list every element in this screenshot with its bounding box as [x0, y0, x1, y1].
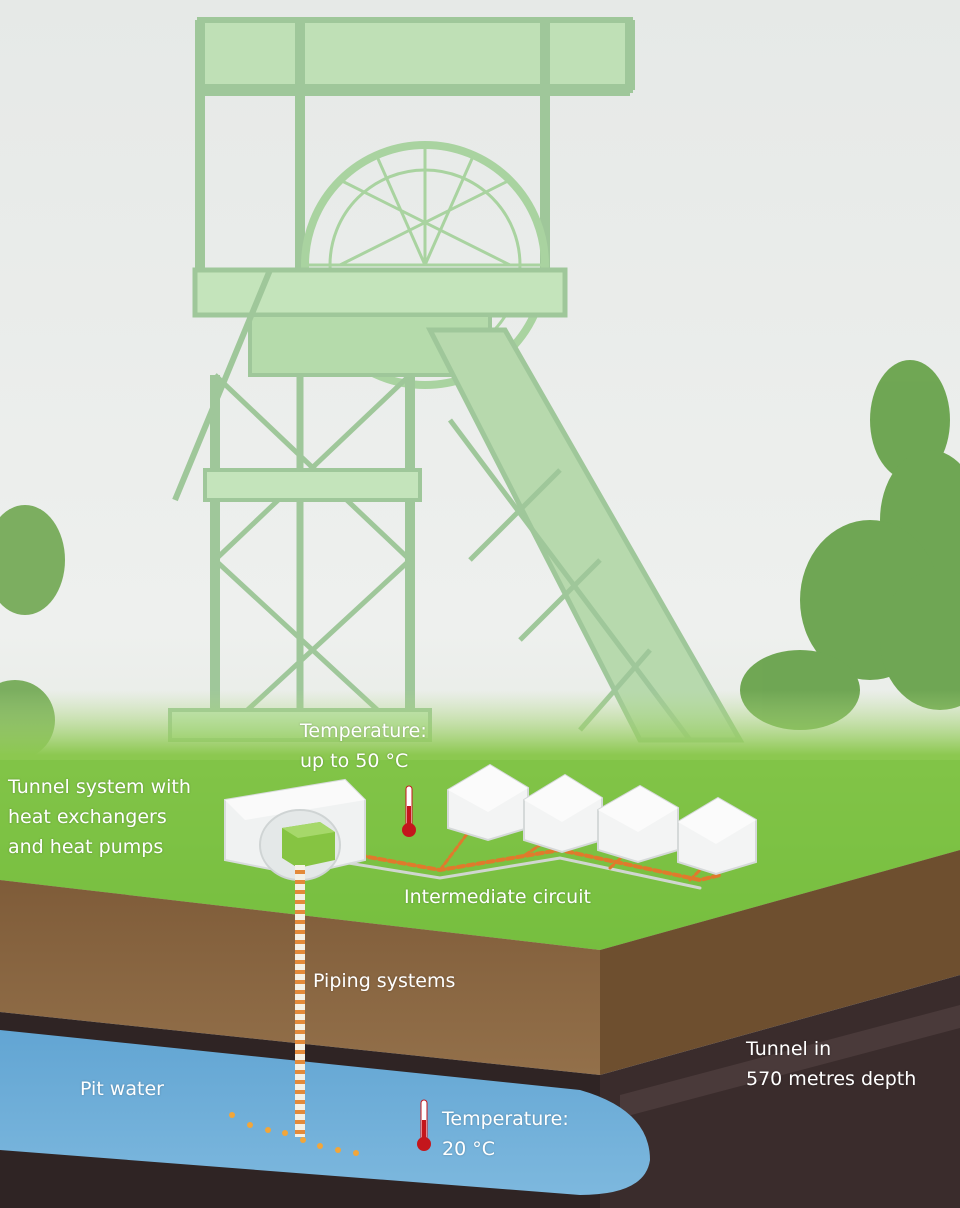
tunnel-band	[620, 1005, 960, 1118]
building-icon	[597, 784, 679, 864]
piping-systems-pipe	[295, 865, 305, 1137]
piping-systems-label: Piping systems	[313, 970, 456, 992]
surface-temperature-label: Temperature: up to 50 °C	[300, 720, 427, 772]
thermometer-icon	[402, 785, 416, 837]
heat-exchanger-box	[282, 822, 335, 868]
pit-water-intake-dots	[229, 1112, 359, 1156]
intermediate-circuit-label: Intermediate circuit	[404, 886, 591, 908]
pit-water-body	[0, 1030, 650, 1195]
pit-temperature-label: Temperature: 20 °C	[442, 1108, 569, 1160]
tunnel-system-building	[224, 778, 366, 881]
building-icon	[677, 796, 757, 876]
soil-layer-side	[600, 850, 960, 1075]
tunnel-depth-label: Tunnel in 570 metres depth	[746, 1038, 917, 1090]
mine-headframe-icon	[168, 17, 745, 743]
thermometer-icon	[417, 1099, 431, 1151]
pit-water-label: Pit water	[80, 1078, 164, 1100]
tunnel-system-label: Tunnel system with heat exchangers and h…	[8, 776, 191, 858]
